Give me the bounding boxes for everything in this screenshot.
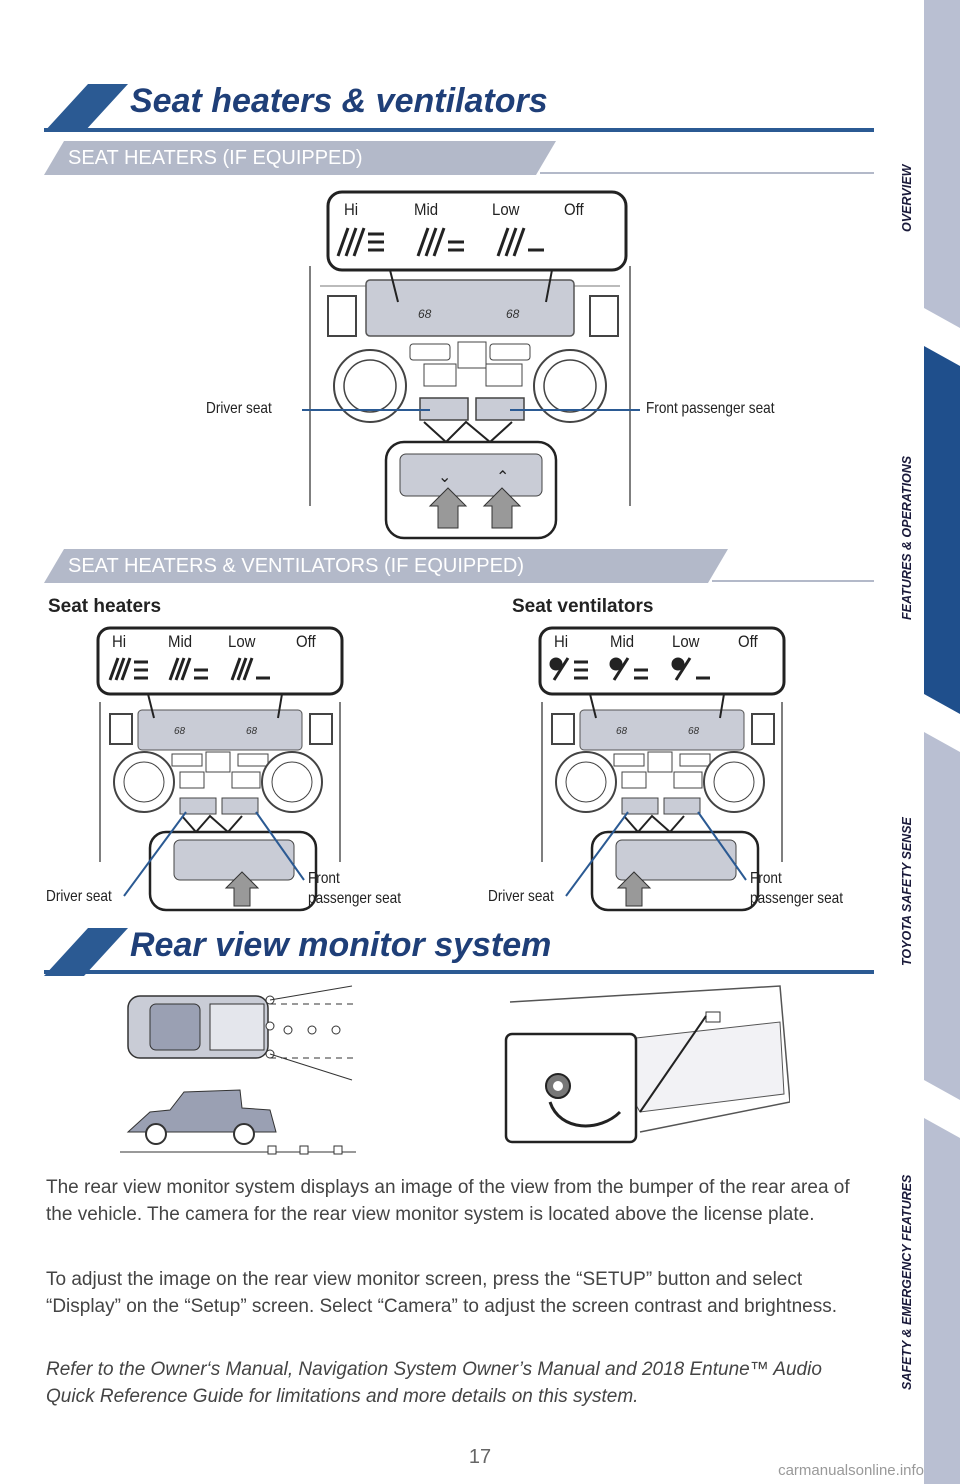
rear-view-para-3: Refer to the Owner‘s Manual, Navigation … [46, 1359, 822, 1407]
combo-vent-callout-passenger: passenger seat [750, 890, 843, 907]
title-slash-decor-2 [44, 928, 128, 976]
band-seat-heaters: SEAT HEATERS (IF EQUIPPED) [68, 147, 363, 169]
combo-heater-level-hi: Hi [112, 632, 127, 651]
heater-level-hi: Hi [344, 200, 359, 219]
combo-vent-callout-lines [565, 811, 747, 897]
tab-features-operations-label[interactable]: FEATURES & OPERATIONS [900, 455, 914, 620]
svg-text:68: 68 [246, 726, 258, 737]
label-seat-ventilators: Seat ventilators [512, 596, 654, 617]
heater-level-mid: Mid [414, 200, 439, 219]
band-rule [540, 172, 874, 174]
rear-view-para-2: To adjust the image on the rear view mon… [46, 1269, 837, 1317]
vent-level-off: Off [738, 632, 758, 651]
sidebar-tabs-graphic [924, 0, 960, 1484]
svg-text:⌄: ⌄ [438, 469, 451, 486]
svg-text:⌃: ⌃ [496, 469, 509, 486]
rear-view-para-1: The rear view monitor system displays an… [46, 1177, 850, 1225]
display-temp-right: 68 [506, 307, 520, 321]
heater-level-icons [336, 227, 544, 257]
combo-heater-callout-driver: Driver seat [46, 888, 112, 905]
title-slash-decor [44, 84, 128, 132]
combo-heater-console-diagram: 68 68 [96, 626, 344, 912]
combo-vent-callout-driver: Driver seat [488, 888, 554, 905]
combo-heater-level-off: Off [296, 632, 316, 651]
heater-level-low: Low [492, 200, 520, 219]
callout-driver-seat: Driver seat [206, 400, 272, 417]
combo-ventilator-console-diagram: 68 68 [538, 626, 786, 912]
display-temp-left: 68 [418, 307, 432, 321]
callout-front-passenger-seat: Front passenger seat [646, 400, 775, 417]
title-rule-2 [44, 970, 874, 974]
section-title-seat: Seat heaters & ventilators [130, 82, 548, 120]
label-seat-heaters: Seat heaters [48, 596, 162, 617]
vent-level-hi: Hi [554, 632, 569, 651]
section-title-rear-view: Rear view monitor system [130, 926, 552, 964]
combo-heater-callout-lines [123, 811, 305, 897]
combo-heater-level-low: Low [228, 632, 256, 651]
vent-level-mid: Mid [610, 632, 635, 651]
svg-text:68: 68 [688, 726, 700, 737]
combo-heater-callout-passenger: passenger seat [308, 890, 401, 907]
vent-level-low: Low [672, 632, 700, 651]
tab-toyota-safety-sense-label[interactable]: TOYOTA SAFETY SENSE [900, 817, 914, 966]
watermark: carmanualsonline.info [778, 1462, 924, 1479]
tab-safety-emergency-label[interactable]: SAFETY & EMERGENCY FEATURES [900, 1174, 914, 1390]
svg-text:68: 68 [174, 726, 186, 737]
band-seat-heaters-ventilators: SEAT HEATERS & VENTILATORS (IF EQUIPPED) [68, 555, 525, 577]
rear-camera-location-diagram [504, 985, 790, 1144]
combo-heater-level-mid: Mid [168, 632, 193, 651]
heater-level-off: Off [564, 200, 584, 219]
seat-heater-console-diagram: 68 68 ⌄ ⌃ [309, 190, 631, 540]
svg-text:68: 68 [616, 726, 628, 737]
callout-lines [302, 409, 640, 411]
section-sidebar [924, 0, 960, 1484]
band-shape-2 [44, 549, 728, 583]
title-rule [44, 128, 874, 132]
combo-vent-callout-front: Front [750, 870, 782, 887]
band-shape [44, 141, 556, 175]
page-number: 17 [468, 1446, 492, 1468]
combo-heater-callout-front: Front [308, 870, 340, 887]
tab-overview-label[interactable]: OVERVIEW [900, 164, 914, 232]
rear-camera-coverage-diagram [120, 985, 356, 1155]
band-rule-2 [712, 580, 874, 582]
